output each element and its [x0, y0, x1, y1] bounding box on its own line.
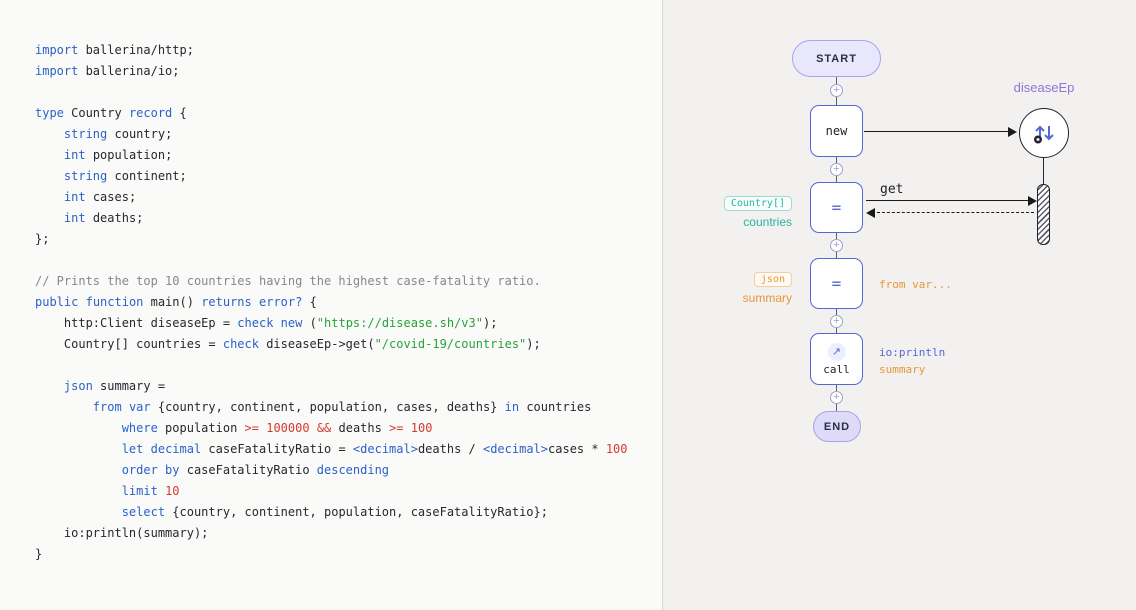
diagram-panel	[663, 0, 1136, 610]
endpoint-lifeline	[1043, 158, 1044, 185]
add-node-button[interactable]: +	[830, 239, 843, 252]
call-node-label: call	[823, 362, 850, 376]
summary-variable-labels: json summary	[694, 269, 792, 305]
code-line	[35, 355, 628, 376]
countries-type-badge: Country[]	[723, 196, 792, 211]
code-editor[interactable]: import ballerina/http; import ballerina/i…	[35, 40, 628, 565]
add-node-button[interactable]: +	[830, 84, 843, 97]
code-line: Country[] countries = check diseaseEp->g…	[35, 337, 541, 351]
code-line: http:Client diseaseEp = check new ("http…	[35, 316, 498, 330]
invocation-arrow	[866, 200, 1034, 201]
return-arrow	[872, 212, 1034, 213]
code-line: io:println(summary);	[35, 526, 209, 540]
summary-type-badge: json	[753, 272, 792, 287]
add-node-button[interactable]: +	[830, 315, 843, 328]
assign-symbol: =	[831, 198, 842, 217]
assign-countries-node[interactable]: =	[810, 182, 863, 233]
code-line: from var {country, continent, population…	[92, 400, 592, 414]
println-arg-label: summary	[879, 363, 926, 376]
code-line: type Country record {	[35, 106, 187, 120]
summary-variable-name: summary	[742, 291, 792, 305]
add-node-button[interactable]: +	[830, 163, 843, 176]
code-line: // Prints the top 10 countries having th…	[35, 274, 541, 288]
remote-action-label: get	[880, 182, 904, 197]
code-line: }	[35, 547, 43, 561]
code-line: import ballerina/io;	[35, 64, 180, 78]
client-init-arrowhead	[1008, 127, 1017, 137]
start-node[interactable]: START	[792, 40, 881, 77]
countries-variable-name: countries	[743, 215, 792, 229]
code-line: where population >= 100000 && deaths >= …	[121, 421, 433, 435]
assign-symbol: =	[831, 274, 842, 293]
code-line	[35, 82, 628, 103]
code-line: json summary =	[63, 379, 166, 393]
code-line: order by caseFatalityRatio descending	[121, 463, 390, 477]
call-node[interactable]: ↗ call	[810, 333, 863, 385]
code-line: let decimal caseFatalityRatio = <decimal…	[121, 442, 628, 456]
client-init-arrow	[864, 131, 1010, 132]
code-line: public function main() returns error? {	[35, 295, 317, 309]
code-line: select {country, continent, population, …	[121, 505, 548, 519]
code-line: limit 10	[121, 484, 180, 498]
panel-divider[interactable]	[662, 0, 663, 610]
code-line: int population;	[63, 148, 173, 162]
end-node[interactable]: END	[813, 411, 861, 442]
from-var-expression-label: from var...	[879, 278, 952, 291]
code-line: string continent;	[63, 169, 187, 183]
code-line: import ballerina/http;	[35, 43, 194, 57]
code-line: string country;	[63, 127, 173, 141]
invocation-arrowhead	[1028, 196, 1037, 206]
new-client-node[interactable]: new	[810, 105, 863, 157]
code-line: };	[35, 232, 50, 246]
code-line: int deaths;	[63, 211, 144, 225]
code-line	[35, 250, 628, 271]
println-method-label: io:println	[879, 346, 946, 359]
new-node-label: new	[825, 124, 848, 138]
assign-summary-node[interactable]: =	[810, 258, 863, 309]
code-line: int cases;	[63, 190, 137, 204]
endpoint-activation-bar	[1037, 184, 1050, 245]
countries-variable-labels: Country[] countries	[694, 193, 792, 229]
call-icon: ↗	[827, 342, 846, 361]
endpoint-name-label: diseaseEp	[1013, 80, 1075, 95]
return-arrowhead	[866, 208, 875, 218]
endpoint-node[interactable]	[1019, 108, 1069, 158]
add-node-button[interactable]: +	[830, 391, 843, 404]
http-client-icon	[1034, 125, 1054, 144]
